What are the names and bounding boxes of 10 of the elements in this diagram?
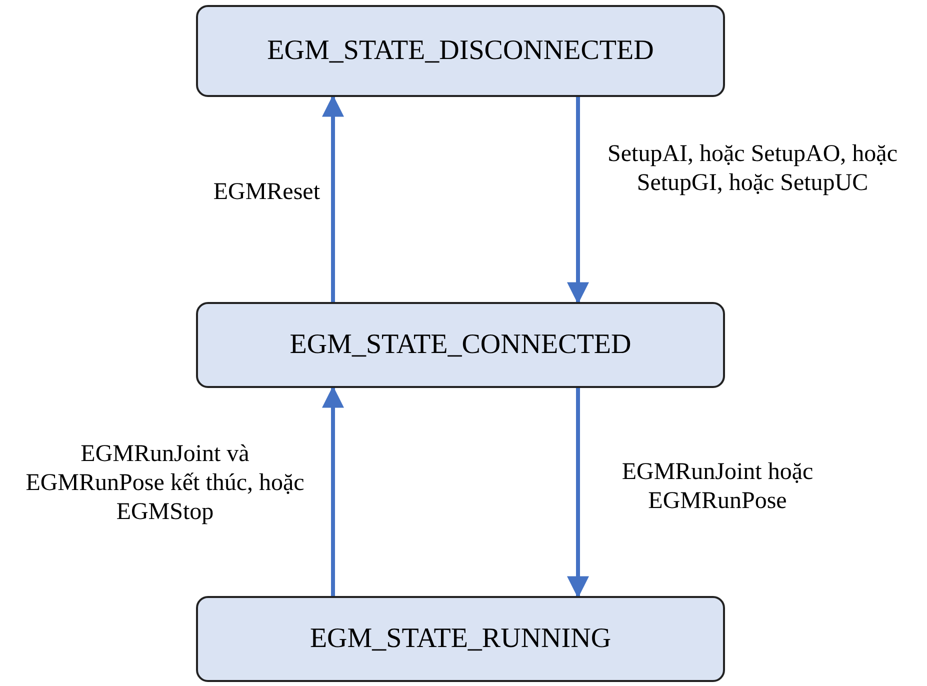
state-name: EGM_STATE_CONNECTED: [290, 329, 632, 361]
state-box: [196, 596, 725, 682]
arrow: [567, 388, 589, 598]
arrow: [567, 97, 589, 304]
state-name: EGM_STATE_RUNNING: [310, 623, 612, 655]
arrow: [322, 386, 344, 596]
arrow: [322, 94, 344, 302]
state-box: [196, 5, 725, 97]
state-box: [196, 302, 725, 388]
state-name: EGM_STATE_DISCONNECTED: [267, 35, 654, 67]
